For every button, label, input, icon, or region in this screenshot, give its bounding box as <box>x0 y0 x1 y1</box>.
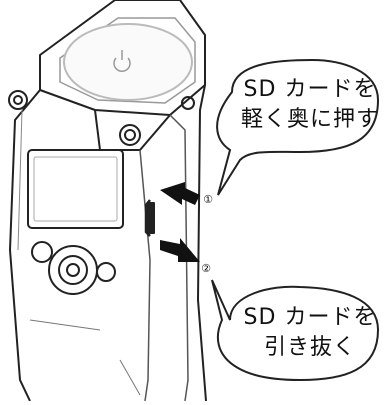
top-cap-inner <box>59 17 196 104</box>
callout-insert-bubble <box>216 58 380 196</box>
power-icon <box>113 50 131 73</box>
bottom-detail <box>29 319 141 396</box>
arrow-right-icon <box>160 238 200 262</box>
step-2-number: ② <box>201 262 211 275</box>
screen <box>27 149 124 229</box>
mic-front <box>119 124 141 146</box>
dpad-inner <box>58 255 88 285</box>
callout-remove-line2: 引き抜く <box>263 335 356 360</box>
mic-front-inner <box>124 129 136 141</box>
callout-remove-bubble <box>211 279 380 382</box>
body-front-line <box>139 149 151 402</box>
dpad-center <box>66 263 80 277</box>
callout-insert-text: SD カードを 軽く奥に押す <box>235 75 385 135</box>
mic-left-inner <box>13 95 23 105</box>
callout-remove-line1: SD カードを <box>243 305 377 330</box>
dpad <box>48 245 98 295</box>
body-right-side <box>197 84 207 402</box>
button-left <box>31 241 53 263</box>
callout-insert-line2: 軽く奥に押す <box>240 107 379 132</box>
arrow-left-icon <box>160 182 200 205</box>
callout-insert-line1: SD カードを <box>243 77 377 102</box>
sd-card <box>147 202 155 234</box>
recorder-body <box>8 0 207 402</box>
body-left-side <box>9 89 41 402</box>
callout-remove-text: SD カードを 引き抜く <box>235 303 385 363</box>
button-right <box>96 262 116 282</box>
mic-right <box>181 96 195 110</box>
screen-inner <box>33 156 118 222</box>
left-rail <box>17 109 23 251</box>
top-dome <box>63 23 193 101</box>
step-1-number: ① <box>203 193 213 206</box>
mic-left <box>8 90 28 110</box>
